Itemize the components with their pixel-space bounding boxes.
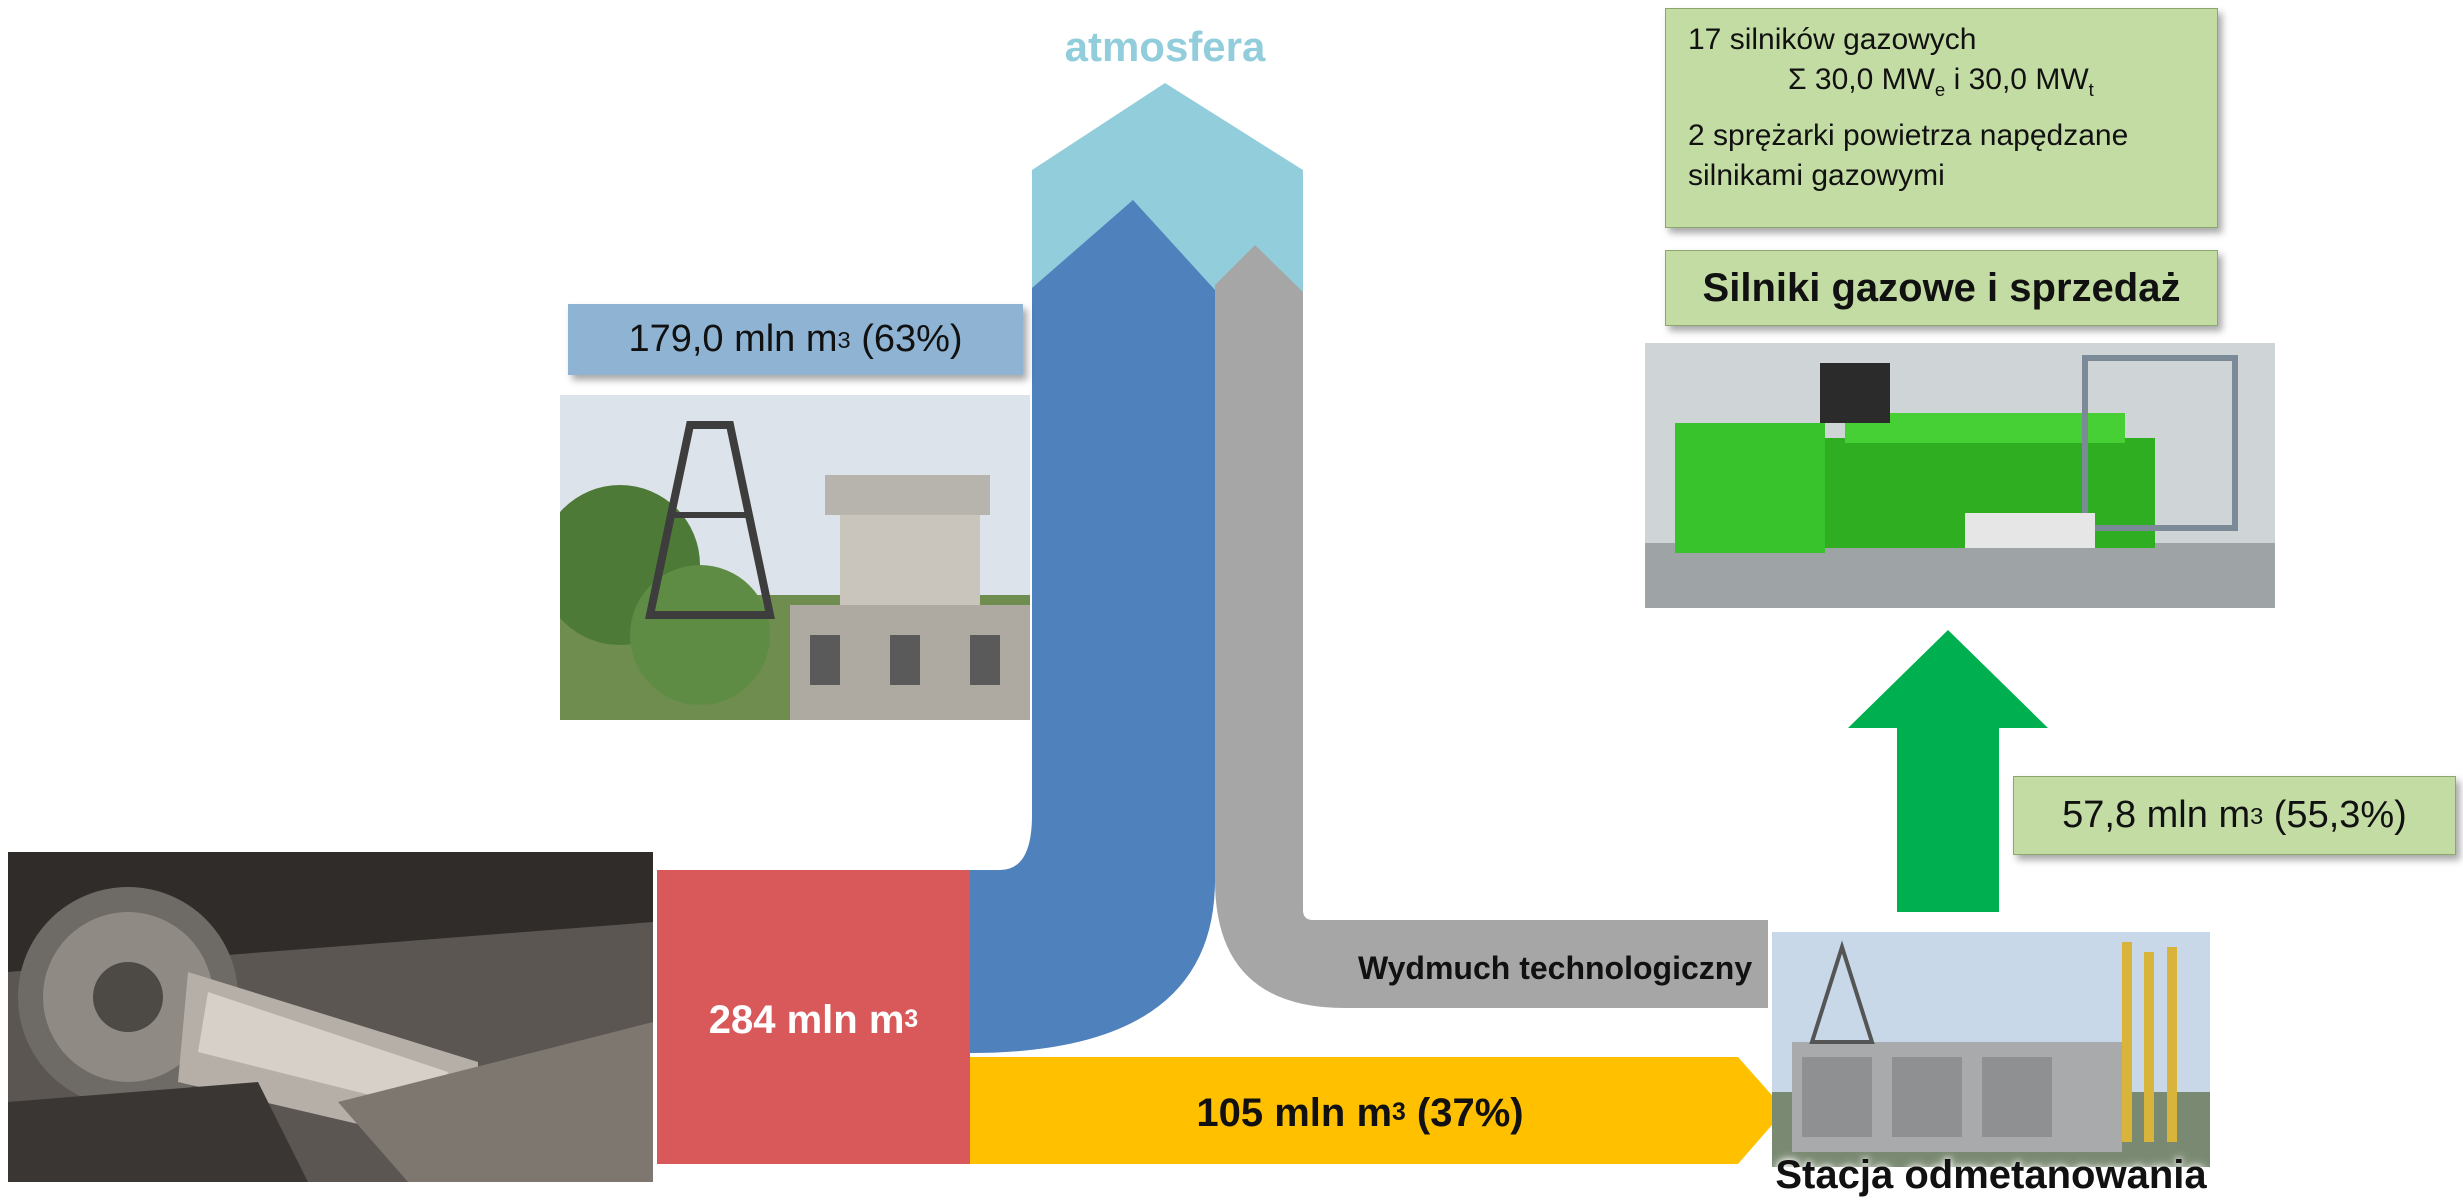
atmosphere-share-suffix: (63%) <box>850 318 963 360</box>
info-line-2-mid: i 30,0 MW <box>1945 63 2089 96</box>
station-label: Stacja odmetanowania <box>1772 1150 2210 1200</box>
info-line-3: 2 sprężarki powietrza napędzane <box>1688 119 2129 152</box>
engines-share-value: 57,8 mln m <box>2062 794 2251 836</box>
degasification-station-photo <box>1772 932 2210 1167</box>
info-line-2-sub-e: e <box>1934 79 1946 100</box>
info-line-4: silnikami gazowymi <box>1688 159 1945 192</box>
engines-title-box: Silniki gazowe i sprzedaż <box>1665 250 2218 326</box>
source-block <box>657 870 970 1164</box>
info-line-2: Σ 30,0 MWe i 30,0 MWt <box>1688 63 2217 119</box>
station-label-text: Stacja odmetanowania <box>1775 1152 2207 1197</box>
info-line-2-sub-t: t <box>2088 79 2094 100</box>
exhaust-flow <box>1215 245 1768 1008</box>
info-line-2-sigma: Σ 30,0 MW <box>1788 63 1935 96</box>
engines-share-suffix: (55,3%) <box>2263 794 2407 836</box>
info-line-1: 17 silników gazowych <box>1688 23 1977 56</box>
station-share-value: 105 mln m <box>1196 1090 1393 1135</box>
diagram-title: atmosfera <box>1040 22 1290 72</box>
engines-arrow <box>1848 630 2048 912</box>
station-share-suffix: (37%) <box>1405 1090 1524 1135</box>
diagram-title-text: atmosfera <box>1064 23 1266 70</box>
info-box: 17 silników gazowych Σ 30,0 MWe i 30,0 M… <box>1665 8 2218 228</box>
source-value: 284 mln m <box>708 997 905 1042</box>
atmosphere-share-value: 179,0 mln m <box>628 318 838 360</box>
exhaust-label: Wydmuch technologiczny <box>1358 950 1758 995</box>
atmosphere-flow <box>970 200 1215 1053</box>
gas-engine-photo <box>1645 343 2275 608</box>
engines-title-text: Silniki gazowe i sprzedaż <box>1702 265 2181 310</box>
mine-shaft-photo <box>560 395 1030 720</box>
exhaust-label-text: Wydmuch technologiczny <box>1358 950 1753 986</box>
mining-machine-photo <box>8 852 653 1182</box>
station-flow-arrow <box>970 1057 1785 1164</box>
